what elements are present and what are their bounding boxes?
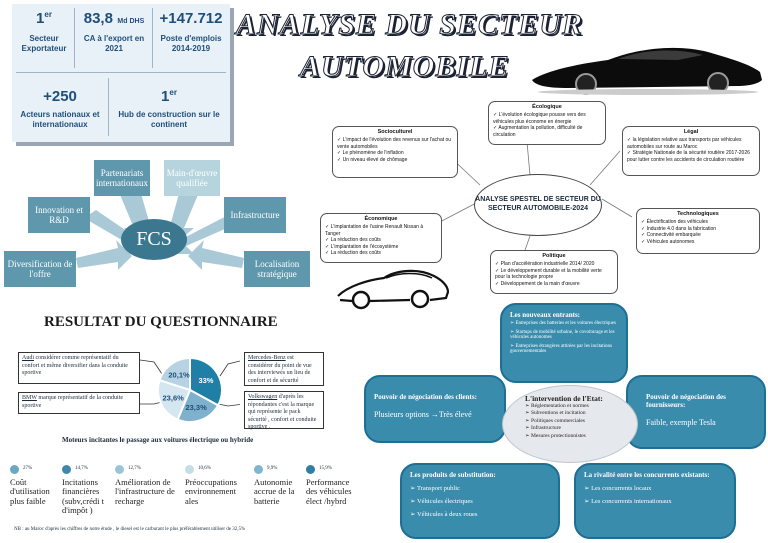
motor-dot [254, 465, 263, 474]
stat-exporter: 1er Secteur Exportateur [21, 10, 67, 53]
pie-label: 33% [198, 376, 213, 385]
pestel-socioculturel: Socioculturel L'impact de l'évolution de… [332, 126, 458, 178]
stats-card: 1er Secteur Exportateur 83,8 Md DHS CA à… [12, 4, 230, 142]
stat-actors: +250 Acteurs nationaux et internationaux [20, 88, 100, 129]
pestel-ecologique: Écologique L'évolution écologique pousse… [488, 101, 606, 145]
pie-slice-bmw [157, 379, 192, 421]
motor-dot [185, 465, 194, 474]
stat-export-revenue: 83,8 Md DHS CA à l'export en 2021 [83, 10, 145, 53]
sports-car-icon [532, 47, 762, 95]
motor-dot [115, 465, 124, 474]
main-title-line1: ANALYSE DU SECTEUR [236, 8, 583, 42]
fcs-box-infrastructure: Infrastructure [224, 197, 286, 233]
fcs-box-partenariats: Partenariats internationaux [94, 160, 150, 196]
pie-slice-volkswagen [176, 388, 220, 423]
footnote: NB : au Maroc d'après les chiffres de no… [14, 527, 246, 532]
main-title-line2: AUTOMOBILE [299, 50, 510, 84]
questionnaire-title: RESULTAT DU QUESTIONNAIRE [44, 314, 278, 330]
pestel-legal: Légal la législation relative aux transp… [622, 126, 760, 176]
car-outline-icon [337, 269, 450, 310]
porter-substitution: Les produits de substitution: Transport … [400, 463, 560, 539]
fcs-box-localisation: Localisation stratégique [244, 251, 310, 287]
porter-clients: Pouvoir de négociation des clients: Plus… [364, 375, 506, 443]
fcs-box-innovation: Innovation et R&D [28, 197, 90, 233]
porter-fournisseurs: Pouvoir de négociation des fournisseurs:… [626, 375, 766, 449]
fcs-box-diversification: Diversification de l'offre [4, 251, 76, 287]
motor-dot [62, 465, 71, 474]
brand-pie-chart: 20,1% 33% 23,3%23,6% [140, 356, 240, 423]
audi-box: Audi considérer comme représentatif du c… [18, 352, 140, 384]
pestel-technologiques: Technologiques Électrification des véhic… [636, 208, 760, 254]
volkswagen-box: Volkswagen d'après les répondantes c'est… [244, 391, 324, 430]
porter-center-ellipse: L'intervention de l'Etat: Réglementation… [502, 385, 638, 463]
pestel-politique: Politique Plan d'accélération industriel… [490, 250, 618, 294]
pie-label: 23,6% [163, 393, 185, 402]
pie-label: 23,3% [185, 403, 207, 412]
pie-label: 20,1% [168, 371, 190, 380]
pestel-economique: Économique L'implantation de l'usine Ren… [320, 213, 442, 263]
stat-jobs: +147.712 Poste d'emplois 2014-2019 [159, 10, 223, 53]
bmw-box: BMW marque représentatif de la conduite … [18, 392, 140, 414]
fcs-center-circle: FCS [121, 219, 187, 260]
pestel-center-ellipse: ANALYSE SPESTEL DE SECTEUR DU SECTEUR AU… [474, 174, 602, 236]
mercedes-box: Mercedes-Benz est considérer du point de… [244, 352, 324, 386]
porter-nouveaux-entrants: Les nouveaux entrants: Entreprises des b… [500, 303, 628, 383]
stat-hub: 1er Hub de construction sur le continent [118, 88, 220, 129]
motor-dot [306, 465, 315, 474]
fcs-box-main-oeuvre: Main-d'œuvre qualifiée [164, 160, 220, 196]
motors-title: Moteurs incitantes le passage aux voitur… [62, 436, 254, 444]
motor-dot [10, 465, 19, 474]
porter-rivalite: La rivalité entre les concurrents exista… [574, 463, 736, 539]
